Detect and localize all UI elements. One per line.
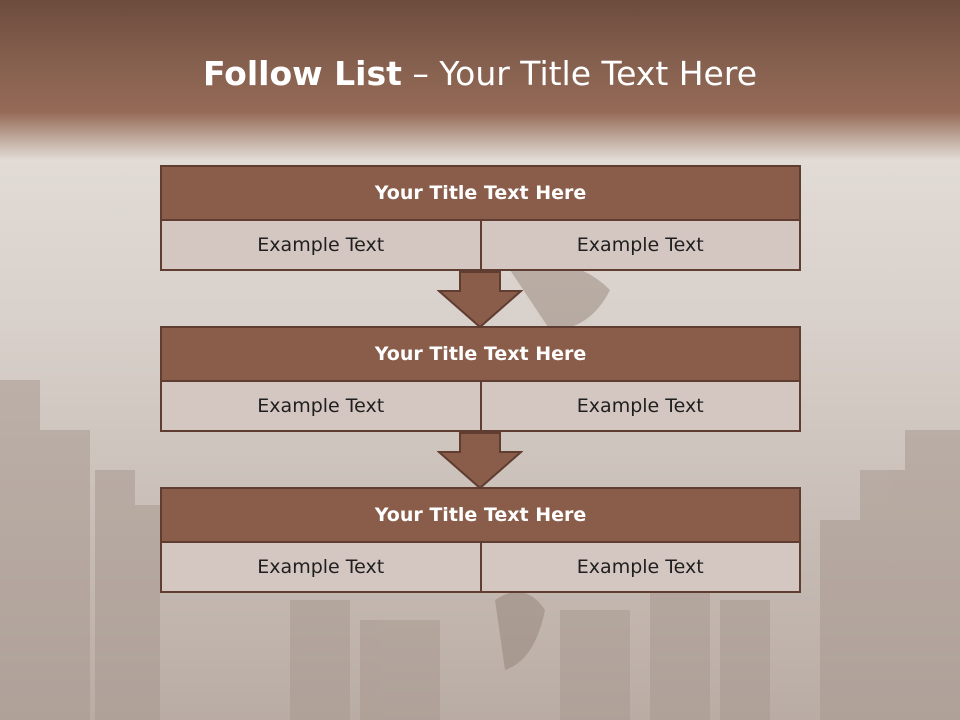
block-cell-left: Example Text [160,382,482,432]
down-arrow-icon [437,271,523,329]
header-band [0,0,960,160]
slide-title-bold: Follow List [202,54,402,93]
list-block-3: Your Title Text Here Example Text Exampl… [160,487,801,593]
block-cell-right: Example Text [481,543,801,593]
block-cell-right: Example Text [481,382,801,432]
down-arrow-icon [437,432,523,490]
block-title: Your Title Text Here [160,165,801,221]
block-row: Example Text Example Text [160,221,801,271]
slide-title-rest: – Your Title Text Here [412,54,758,93]
slide-title: Follow List – Your Title Text Here [0,54,960,93]
list-block-1: Your Title Text Here Example Text Exampl… [160,165,801,271]
block-title: Your Title Text Here [160,326,801,382]
block-cell-right: Example Text [481,221,801,271]
block-row: Example Text Example Text [160,543,801,593]
block-cell-left: Example Text [160,221,482,271]
list-block-2: Your Title Text Here Example Text Exampl… [160,326,801,432]
block-title: Your Title Text Here [160,487,801,543]
block-row: Example Text Example Text [160,382,801,432]
block-cell-left: Example Text [160,543,482,593]
